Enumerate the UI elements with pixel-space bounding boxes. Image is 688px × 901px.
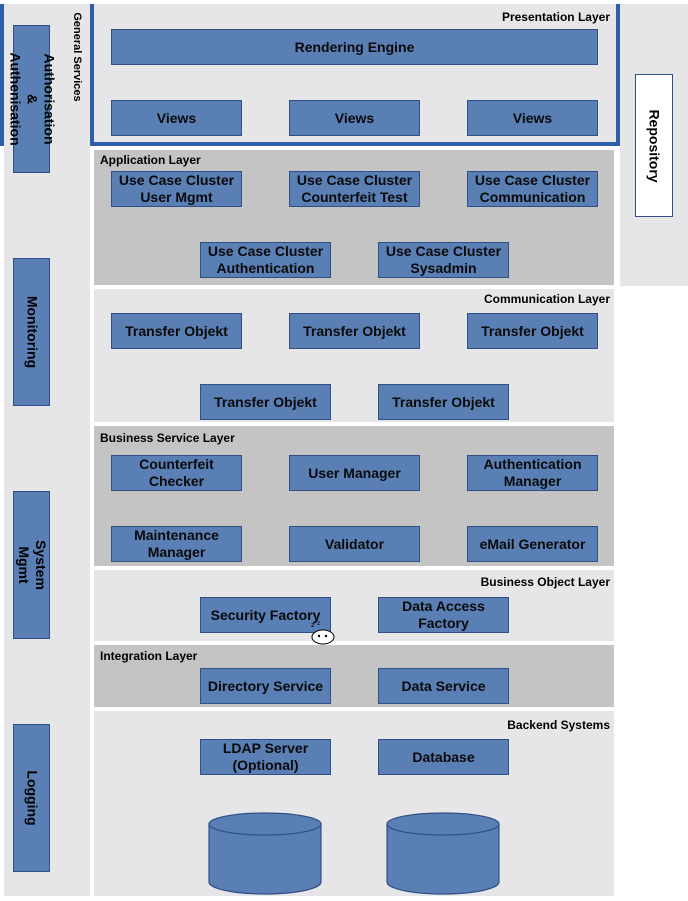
rendering-engine-box: Rendering Engine: [111, 29, 598, 65]
svg-text:z: z: [317, 620, 320, 627]
general-services-left-edge: [0, 4, 4, 146]
database-cylinder-icon-1: [208, 812, 322, 896]
integration-layer-title: Integration Layer: [100, 649, 198, 663]
directory-service-box: Directory Service: [200, 668, 331, 704]
svg-text:z: z: [311, 621, 315, 629]
transfer-objekt-box-1: Transfer Objekt: [111, 313, 242, 349]
communication-layer-title: Communication Layer: [483, 292, 610, 306]
integration-layer: [94, 645, 614, 707]
user-manager-box: User Manager: [289, 455, 420, 491]
transfer-objekt-box-2: Transfer Objekt: [289, 313, 420, 349]
uc-communication-box: Use Case Cluster Communication: [467, 171, 598, 207]
auth-label: Authorisation & Authenisation: [7, 52, 57, 146]
repository-label: Repository: [646, 108, 663, 183]
application-layer-title: Application Layer: [100, 153, 201, 167]
data-access-factory-box: Data Access Factory: [378, 597, 509, 633]
uc-authentication-box: Use Case Cluster Authentication: [200, 242, 331, 278]
ldap-server-box: LDAP Server (Optional): [200, 739, 331, 775]
backend-systems-title: Backend Systems: [507, 718, 610, 732]
monitoring-label: Monitoring: [24, 295, 40, 369]
authentication-manager-box: Authentication Manager: [467, 455, 598, 491]
data-service-box: Data Service: [378, 668, 509, 704]
database-box: Database: [378, 739, 509, 775]
security-factory-box: Security Factory: [200, 597, 331, 633]
presentation-layer-title: Presentation Layer: [501, 10, 610, 24]
transfer-objekt-box-3: Transfer Objekt: [467, 313, 598, 349]
counterfeit-checker-box: Counterfeit Checker: [111, 455, 242, 491]
system-mgmt-box: System Mgmt: [13, 491, 50, 639]
views-box-3: Views: [467, 100, 598, 136]
logging-box: Logging: [13, 724, 50, 872]
transfer-objekt-box-5: Transfer Objekt: [378, 384, 509, 420]
business-object-layer-title: Business Object Layer: [480, 575, 610, 589]
monitoring-box: Monitoring: [13, 258, 50, 406]
views-box-2: Views: [289, 100, 420, 136]
maintenance-manager-box: Maintenance Manager: [111, 526, 242, 562]
email-generator-box: eMail Generator: [467, 526, 598, 562]
repository-box: Repository: [635, 74, 673, 217]
uc-sysadmin-box: Use Case Cluster Sysadmin: [378, 242, 509, 278]
views-box-1: Views: [111, 100, 242, 136]
validator-box: Validator: [289, 526, 420, 562]
auth-box: Authorisation & Authenisation: [7, 25, 57, 173]
transfer-objekt-box-4: Transfer Objekt: [200, 384, 331, 420]
database-cylinder-icon-2: [386, 812, 500, 896]
system-mgmt-label: System Mgmt: [15, 540, 49, 590]
logging-label: Logging: [24, 770, 40, 826]
sleeping-cursor-icon: z z: [309, 620, 337, 646]
uc-user-mgmt-box: Use Case Cluster User Mgmt: [111, 171, 242, 207]
backend-systems-layer: [94, 711, 614, 896]
business-service-layer-title: Business Service Layer: [100, 431, 235, 445]
uc-counterfeit-test-box: Use Case Cluster Counterfeit Test: [289, 171, 420, 207]
communication-layer: [94, 289, 614, 422]
business-object-layer: [94, 570, 614, 641]
